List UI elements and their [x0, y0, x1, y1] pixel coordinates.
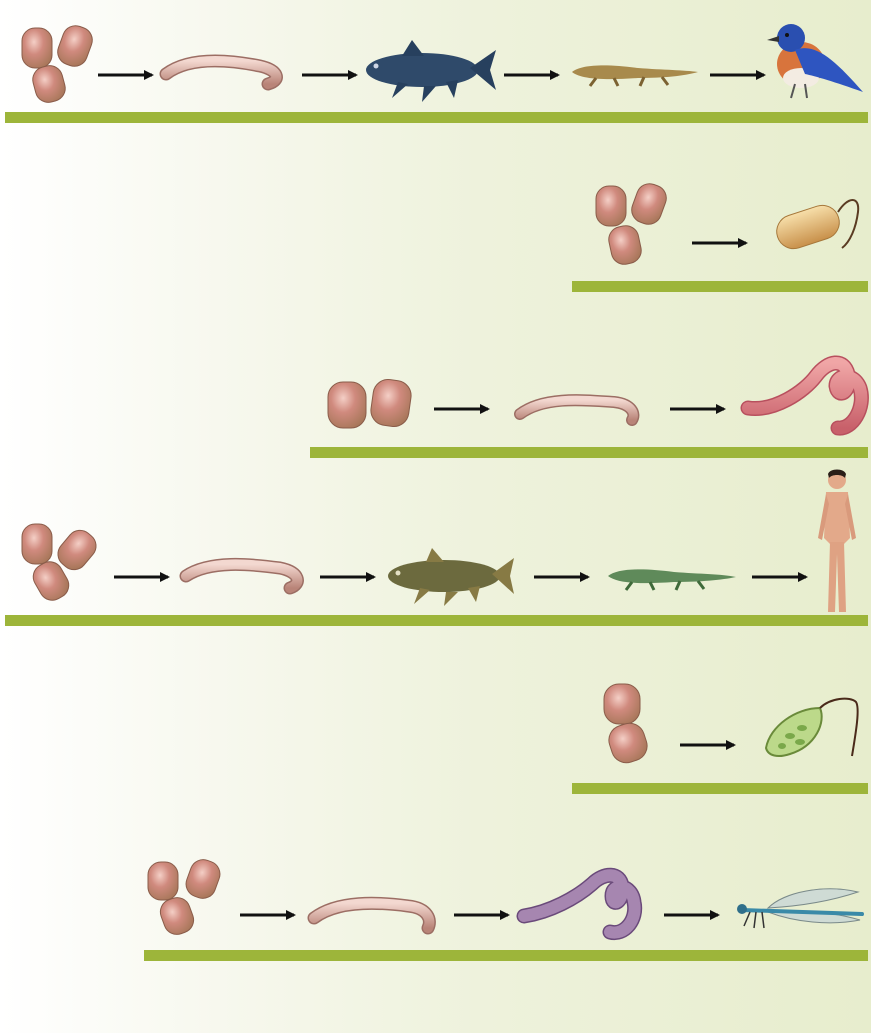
arrow-icon: [678, 738, 738, 752]
arrow-icon: [668, 402, 728, 416]
arrow-icon: [112, 570, 172, 584]
cells-two-icon: [324, 376, 418, 432]
arrow-icon: [300, 68, 360, 82]
amphibian-icon: [568, 58, 700, 88]
arrow-icon: [318, 570, 378, 584]
fish-icon: [362, 38, 497, 104]
worm-icon: [160, 52, 290, 92]
arrow-icon: [238, 908, 298, 922]
bacterium-icon: [770, 192, 866, 254]
arrow-icon: [452, 908, 512, 922]
human-lineage-bar: [5, 615, 868, 626]
dragonfly-icon: [734, 884, 866, 936]
cells-two-icon: [598, 680, 660, 768]
worm-icon: [308, 894, 438, 934]
cells-three-icon: [592, 182, 672, 268]
arrow-icon: [532, 570, 592, 584]
bacterium-lineage-bar: [572, 281, 868, 292]
cells-three-icon: [18, 520, 102, 604]
bird-lineage-bar: [5, 112, 868, 123]
arrow-icon: [708, 68, 768, 82]
protist-lineage-bar: [572, 783, 868, 794]
dragonfly-lineage-bar: [144, 950, 868, 961]
arrow-icon: [690, 236, 750, 250]
worm-icon: [180, 556, 310, 596]
arrow-icon: [96, 68, 156, 82]
arrow-icon: [432, 402, 492, 416]
arrow-icon: [750, 570, 810, 584]
earthworm-lineage-bar: [310, 447, 868, 458]
fish-icon: [384, 546, 516, 608]
arrow-icon: [662, 908, 722, 922]
earthworm-icon: [520, 862, 642, 942]
human-icon: [814, 468, 860, 618]
euglena-icon: [760, 696, 864, 760]
earthworm-icon: [744, 352, 868, 436]
cells-three-icon: [144, 858, 228, 938]
worm-icon: [514, 390, 644, 426]
cells-three-icon: [18, 24, 98, 104]
amphibian-icon: [604, 562, 738, 592]
arrow-icon: [502, 68, 562, 82]
bird-icon: [765, 20, 865, 102]
